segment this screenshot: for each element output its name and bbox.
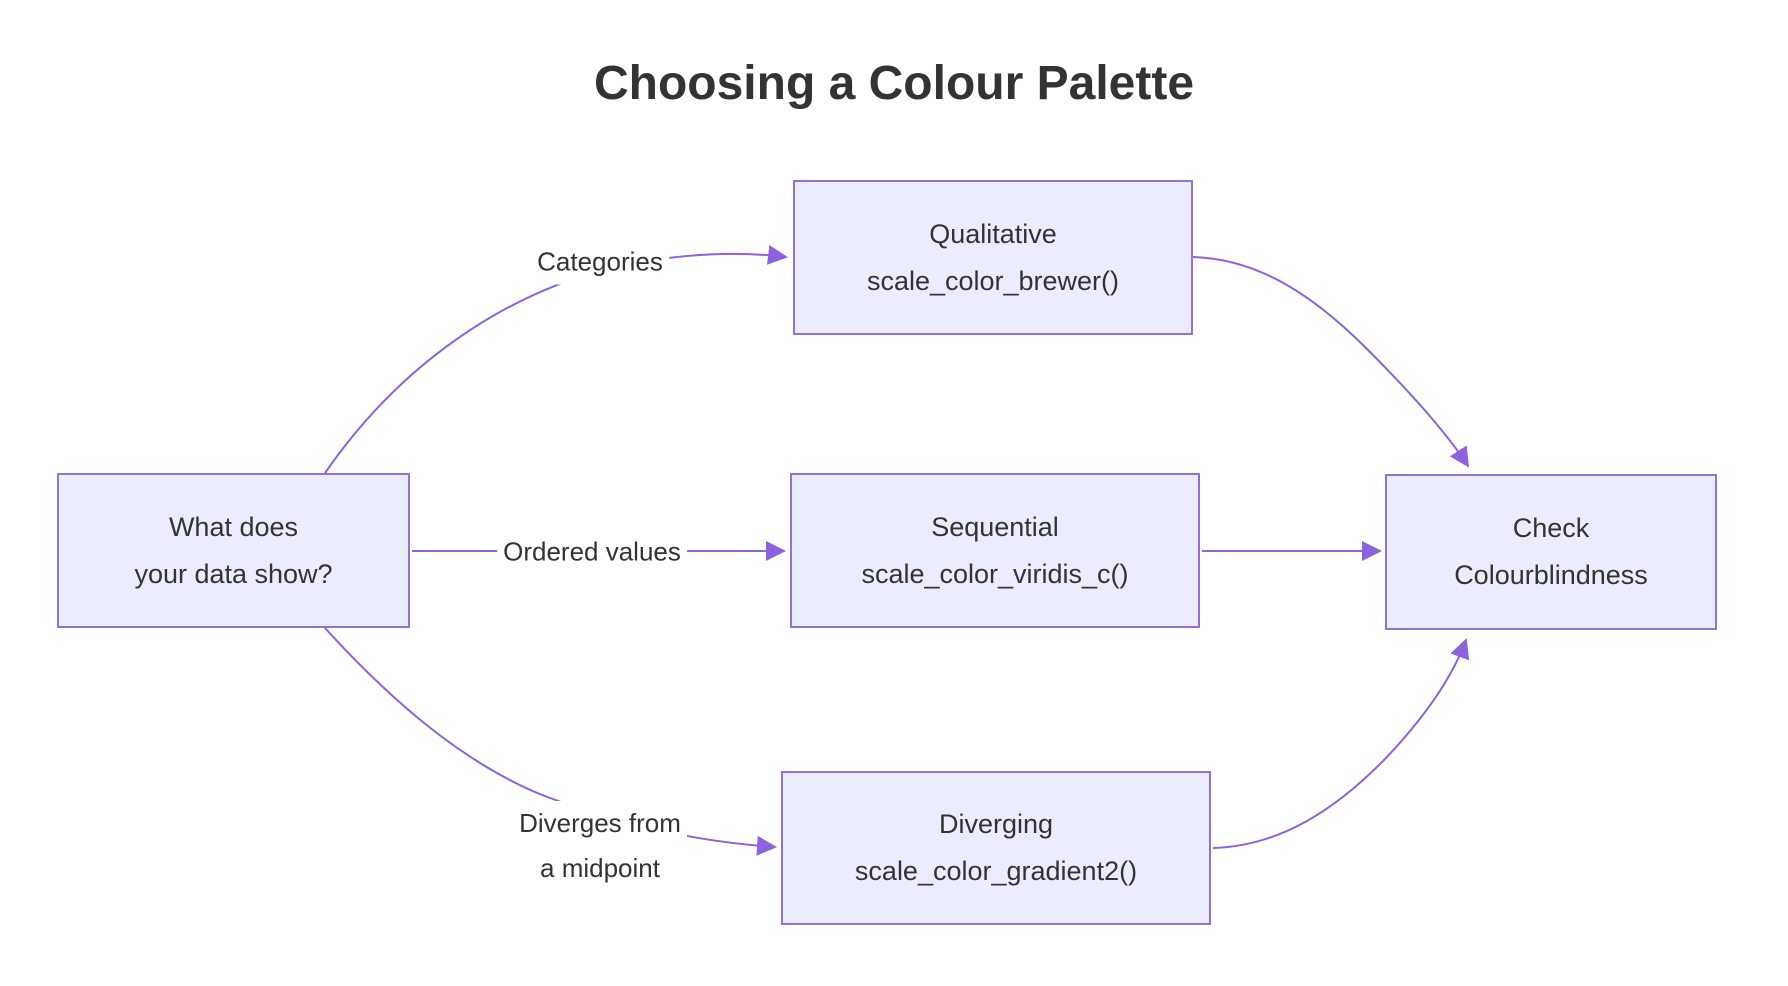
node-diverging: Diverging scale_color_gradient2() (781, 771, 1211, 925)
node-label-line2: your data show? (134, 558, 333, 589)
edge-label-text-line2: a midpoint (540, 853, 660, 883)
node-label-line2: scale_color_viridis_c() (861, 558, 1129, 589)
node-check-colourblindness: Check Colourblindness (1385, 474, 1717, 630)
edge-label-categories: Categories (531, 239, 669, 285)
edge-label-text: Ordered values (503, 536, 681, 567)
node-label-line2: scale_color_gradient2() (854, 856, 1138, 886)
edge-diverging-to-check (1212, 638, 1470, 849)
node-label-line2: scale_color_brewer() (866, 265, 1120, 296)
node-sequential: Sequential scale_color_viridis_c() (790, 473, 1200, 628)
node-label-line1: Sequential (931, 511, 1059, 542)
node-label-line1: What does (168, 511, 299, 542)
edge-label-text-line1: Diverges from (519, 808, 681, 838)
edge-label-ordered-values: Ordered values (497, 529, 687, 575)
node-label-line1: Diverging (938, 809, 1054, 839)
node-label-line1: Qualitative (929, 218, 1057, 249)
diagram-title: Choosing a Colour Palette (593, 57, 1195, 110)
edge-qualitative-to-check (1192, 256, 1470, 468)
node-qualitative: Qualitative scale_color_brewer() (793, 180, 1193, 335)
edge-diverges-from-midpoint (324, 627, 777, 856)
edge-label-diverges-from-midpoint: Diverges from a midpoint (513, 801, 687, 891)
edge-categories (324, 244, 788, 474)
node-what-does-your-data-show: What does your data show? (57, 473, 410, 628)
node-label-line2: Colourblindness (1454, 560, 1648, 590)
edge-label-text: Categories (537, 246, 663, 277)
node-label-line1: Check (1512, 513, 1590, 543)
